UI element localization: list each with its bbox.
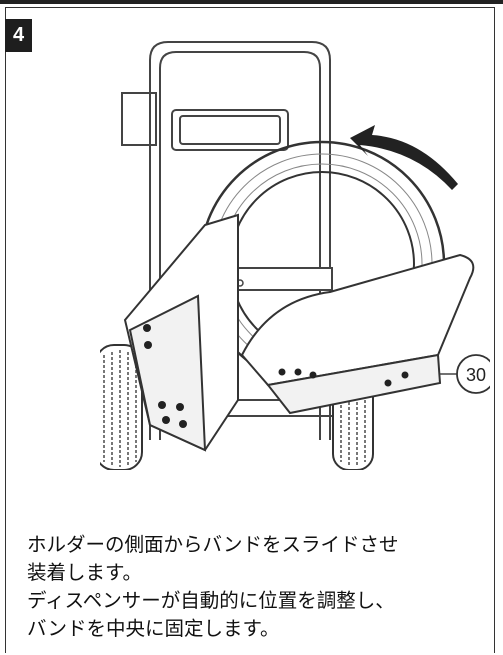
- callout-circle: [456, 354, 490, 394]
- band-dispenser-illustration: 30: [100, 41, 490, 470]
- callout-label: 30: [466, 365, 486, 385]
- top-rule: [0, 0, 503, 4]
- right-holder-arm: [240, 253, 475, 415]
- step-frame: [5, 7, 495, 653]
- rotation-arrow-icon: [350, 125, 458, 190]
- caption-line-4: バンドを中央に固定します。: [27, 617, 280, 640]
- center-bar: [231, 267, 333, 291]
- caption-line-1: ホルダーの側面からバンドをスライドさせ: [27, 533, 399, 556]
- caption-line-3: ディスペンサーが自動的に位置を調整し、: [27, 589, 395, 612]
- step-number-badge: 4: [5, 19, 32, 52]
- instruction-caption: ホルダーの側面からバンドをスライドさせ 装着します。 ディスペンサーが自動的に位…: [27, 531, 487, 643]
- caption-line-2: 装着します。: [27, 561, 143, 584]
- left-holder-arm: [123, 213, 239, 452]
- left-wheel: [100, 344, 143, 470]
